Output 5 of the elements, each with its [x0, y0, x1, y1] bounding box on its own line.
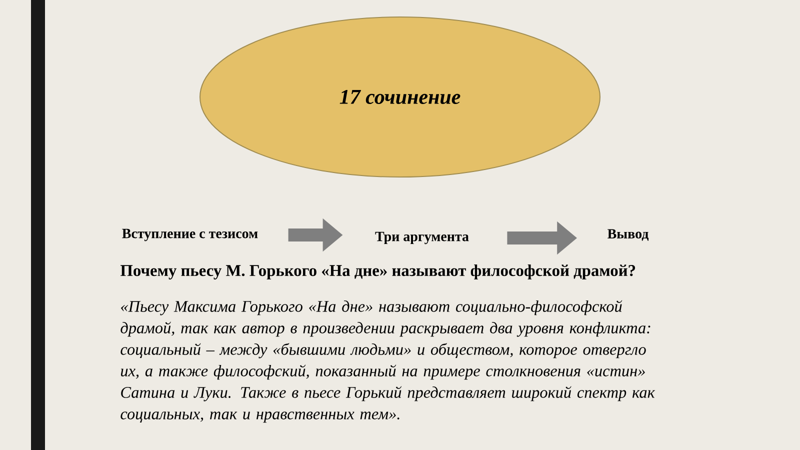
step-label: Вывод — [608, 229, 649, 241]
step-label: Вступление с тезисом — [122, 228, 258, 242]
quote-paragraph: «Пьесу Максима Горького «На дне» называют социально-философской драмой, так как автор в произведении раскрывает два уровня конфликта: социальный – между «бывшими людьми» и обществом, которое отвергло их, а также философский, показанный на примере столкновения «истин» Сатина и Луки. Также в пьесе Горький представляет широкий спектр как социальных, так и нравственных тем». — [120, 300, 655, 423]
step-label: Три аргумента — [375, 232, 469, 244]
question-heading: Почему пьесу М. Горького «На дне» называют философской драмой? — [120, 264, 636, 280]
